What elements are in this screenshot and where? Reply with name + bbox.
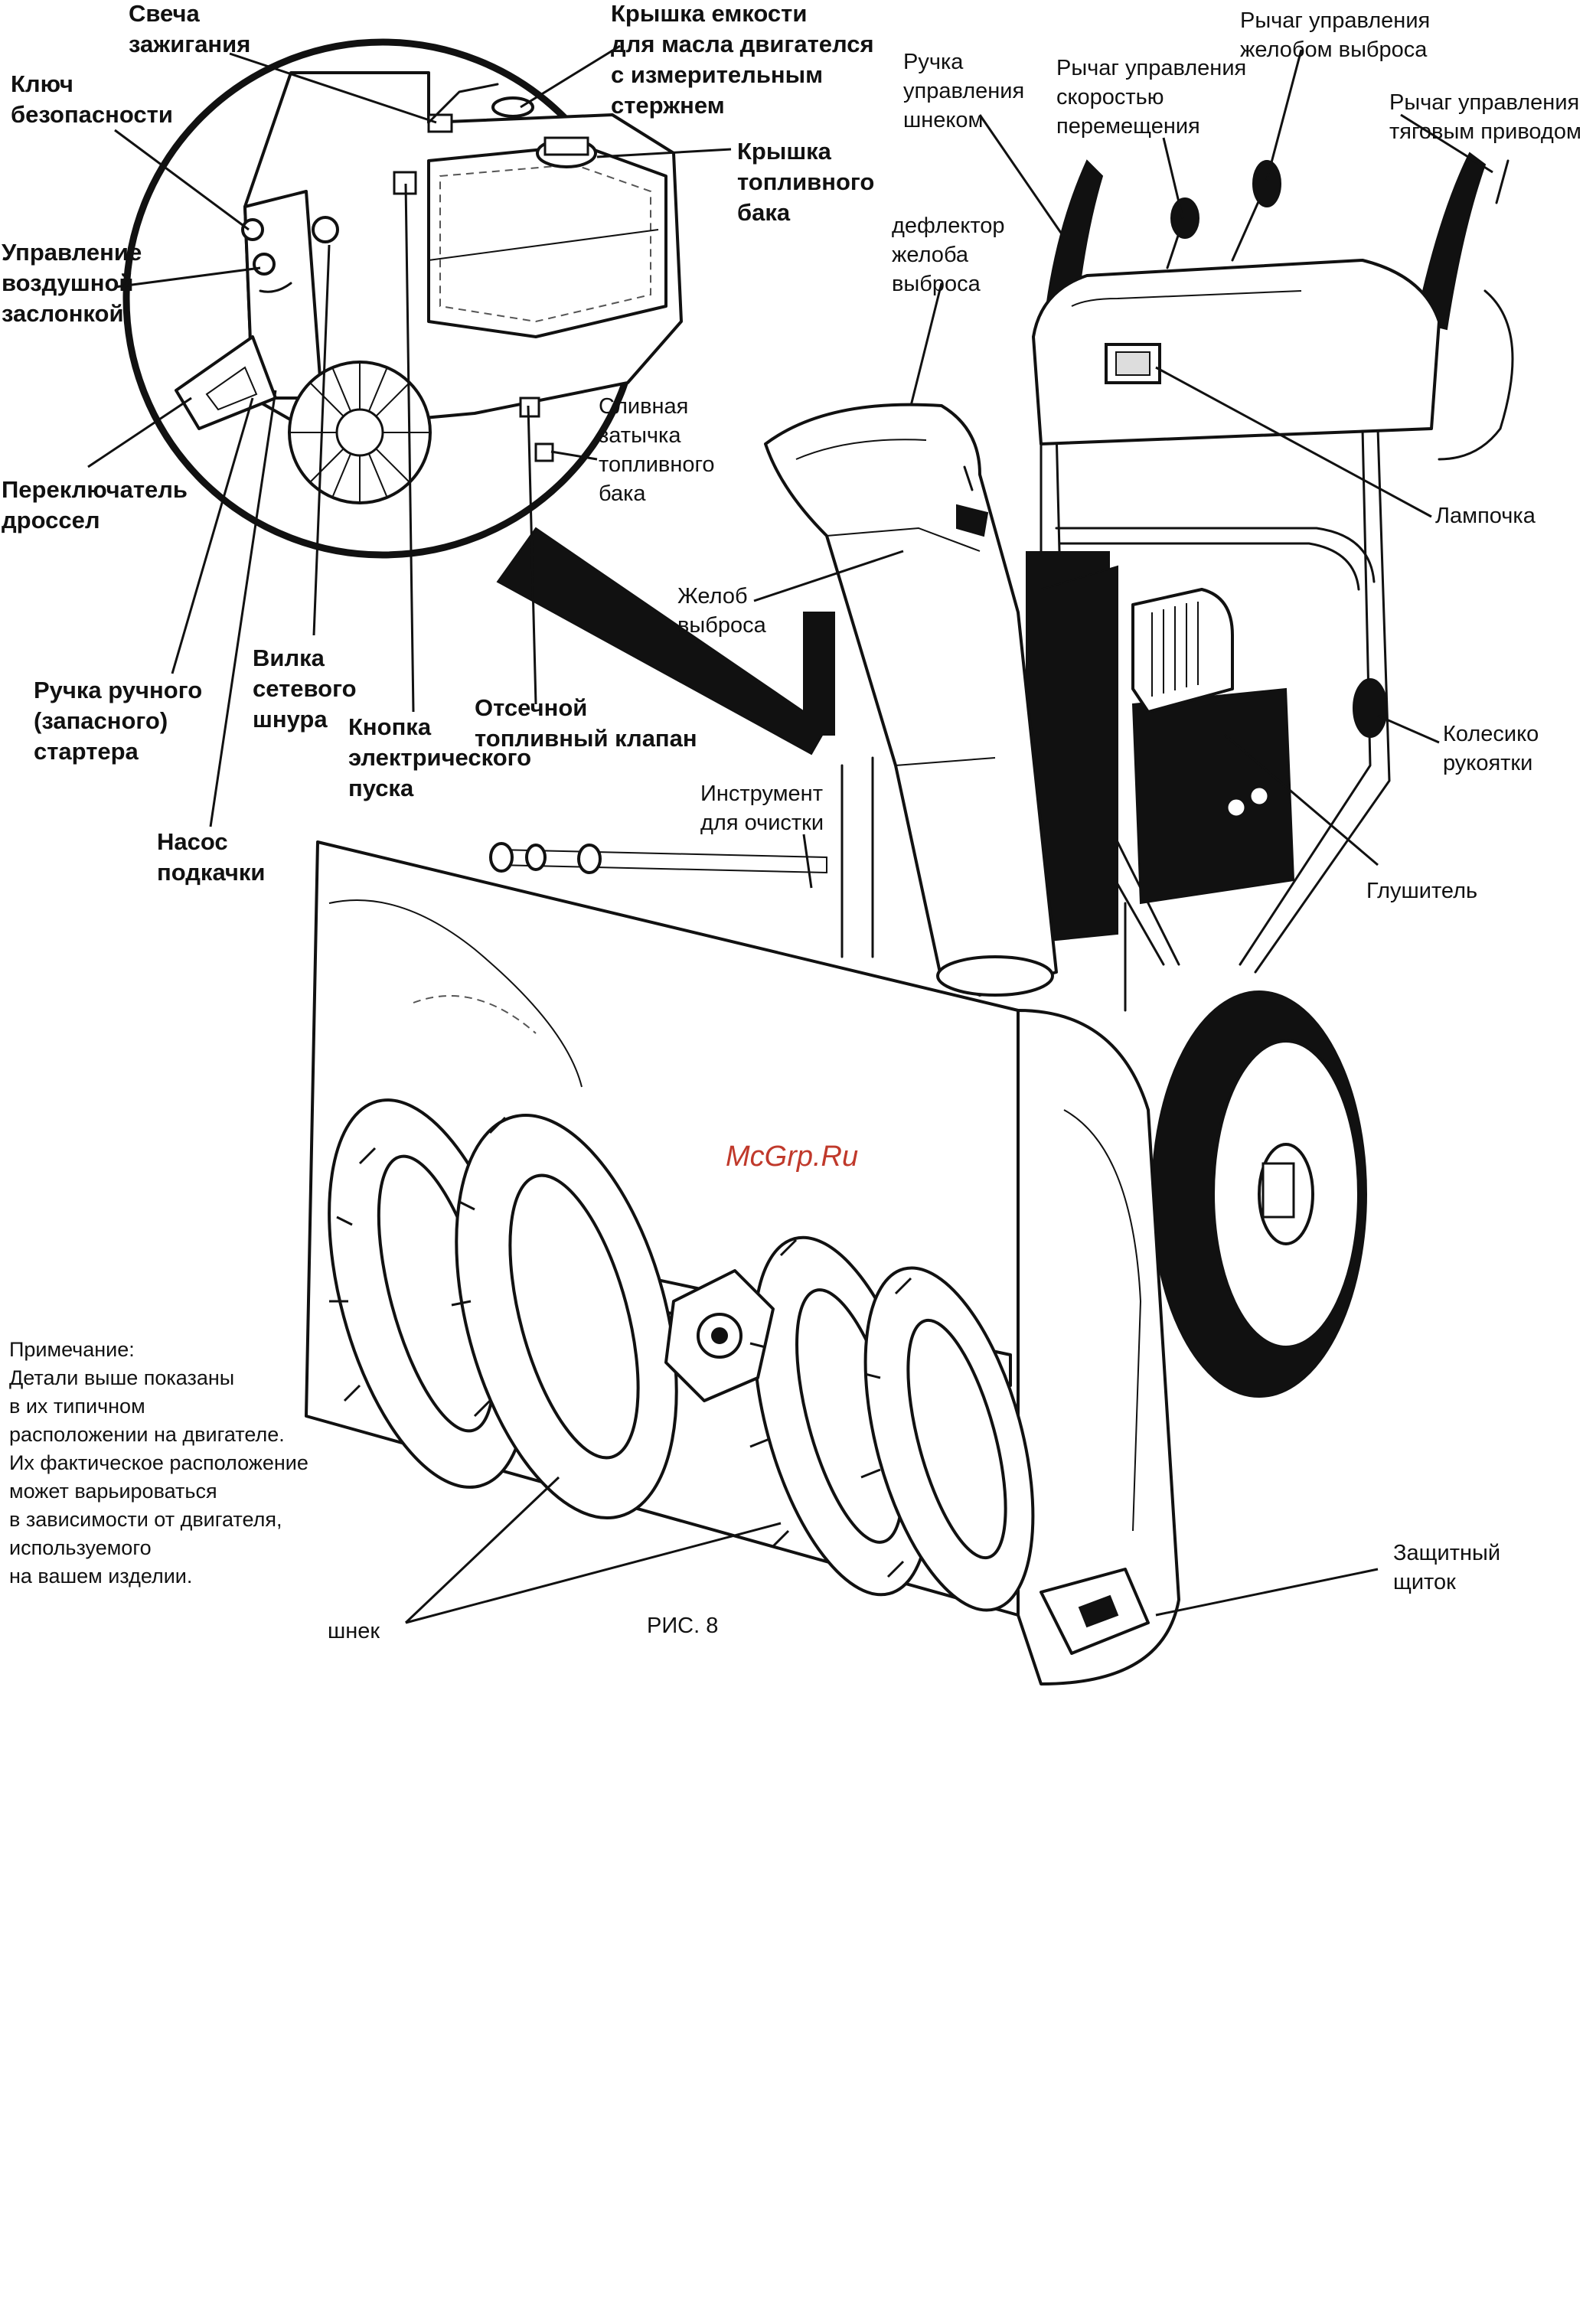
note-line: в зависимости от двигателя, — [9, 1508, 282, 1531]
watermark: McGrp.Ru — [726, 1141, 859, 1173]
label-cleaning-tool: Инструмент для очистки — [700, 782, 824, 835]
note-block: Примечание: Детали выше показаны в их ти… — [9, 1336, 308, 1591]
label-primer: Насос подкачки — [157, 828, 266, 886]
label-choke: Управление воздушной заслонкой — [2, 239, 142, 327]
label-handle-wheel: Колесико рукоятки — [1443, 722, 1539, 775]
label-lamp: Лампочка — [1435, 504, 1536, 528]
label-spark-plug: Свеча зажигания — [129, 0, 251, 57]
note-line: на вашем изделии. — [9, 1565, 193, 1588]
figure-caption: РИС. 8 — [647, 1614, 719, 1638]
label-safety-key: Ключ безопасности — [11, 70, 173, 128]
label-chute-lever: Рычаг управления желобом выброса — [1240, 8, 1431, 62]
label-chute-deflector: дефлектор желоба выброса — [892, 214, 1005, 296]
label-speed-lever: Рычаг управления скоростью перемещения — [1056, 56, 1247, 139]
wheel — [1151, 990, 1367, 1398]
engine-inset — [122, 38, 828, 755]
cleaning-tool — [489, 842, 827, 874]
discharge-chute — [764, 403, 1058, 997]
label-drive-lever: Рычаг управления тяговым приводом — [1389, 90, 1581, 144]
label-fuel-shutoff: Отсечной топливный клапан — [475, 694, 697, 752]
label-discharge-chute: Желоб выброса — [677, 584, 766, 638]
label-power-cord-plug: Вилка сетевого шнура — [253, 645, 357, 733]
note-line: в их типичном — [9, 1395, 145, 1418]
label-skid-shoe: Защитный щиток — [1393, 1541, 1501, 1594]
label-oil-cap: Крышка емкости для масла двигателся с из… — [611, 0, 874, 119]
note-line: расположении на двигателе. — [9, 1423, 285, 1446]
label-muffler: Глушитель — [1366, 879, 1478, 903]
note-line: Их фактическое расположение — [9, 1451, 308, 1474]
main-engine — [803, 551, 1295, 1012]
note-line: используемого — [9, 1536, 152, 1559]
label-throttle: Переключатель дроссел — [2, 476, 188, 534]
label-recoil-handle: Ручка ручного (запасного) стартера — [34, 677, 203, 765]
note-line: Примечание: — [9, 1338, 135, 1361]
label-fuel-drain: Сливная затычка топливного бака — [599, 394, 715, 506]
note-line: Детали выше показаны — [9, 1366, 235, 1389]
label-electric-start: Кнопка электрического пуска — [348, 713, 532, 801]
handle-assembly — [1032, 152, 1514, 974]
leader-lines — [87, 44, 1493, 1624]
note-line: может варьироваться — [9, 1480, 217, 1503]
label-auger: шнек — [328, 1619, 380, 1643]
label-fuel-cap: Крышка топливного бака — [737, 138, 875, 226]
label-auger-handle: Ручка управления шнеком — [903, 50, 1025, 132]
augers — [328, 1098, 1035, 1612]
